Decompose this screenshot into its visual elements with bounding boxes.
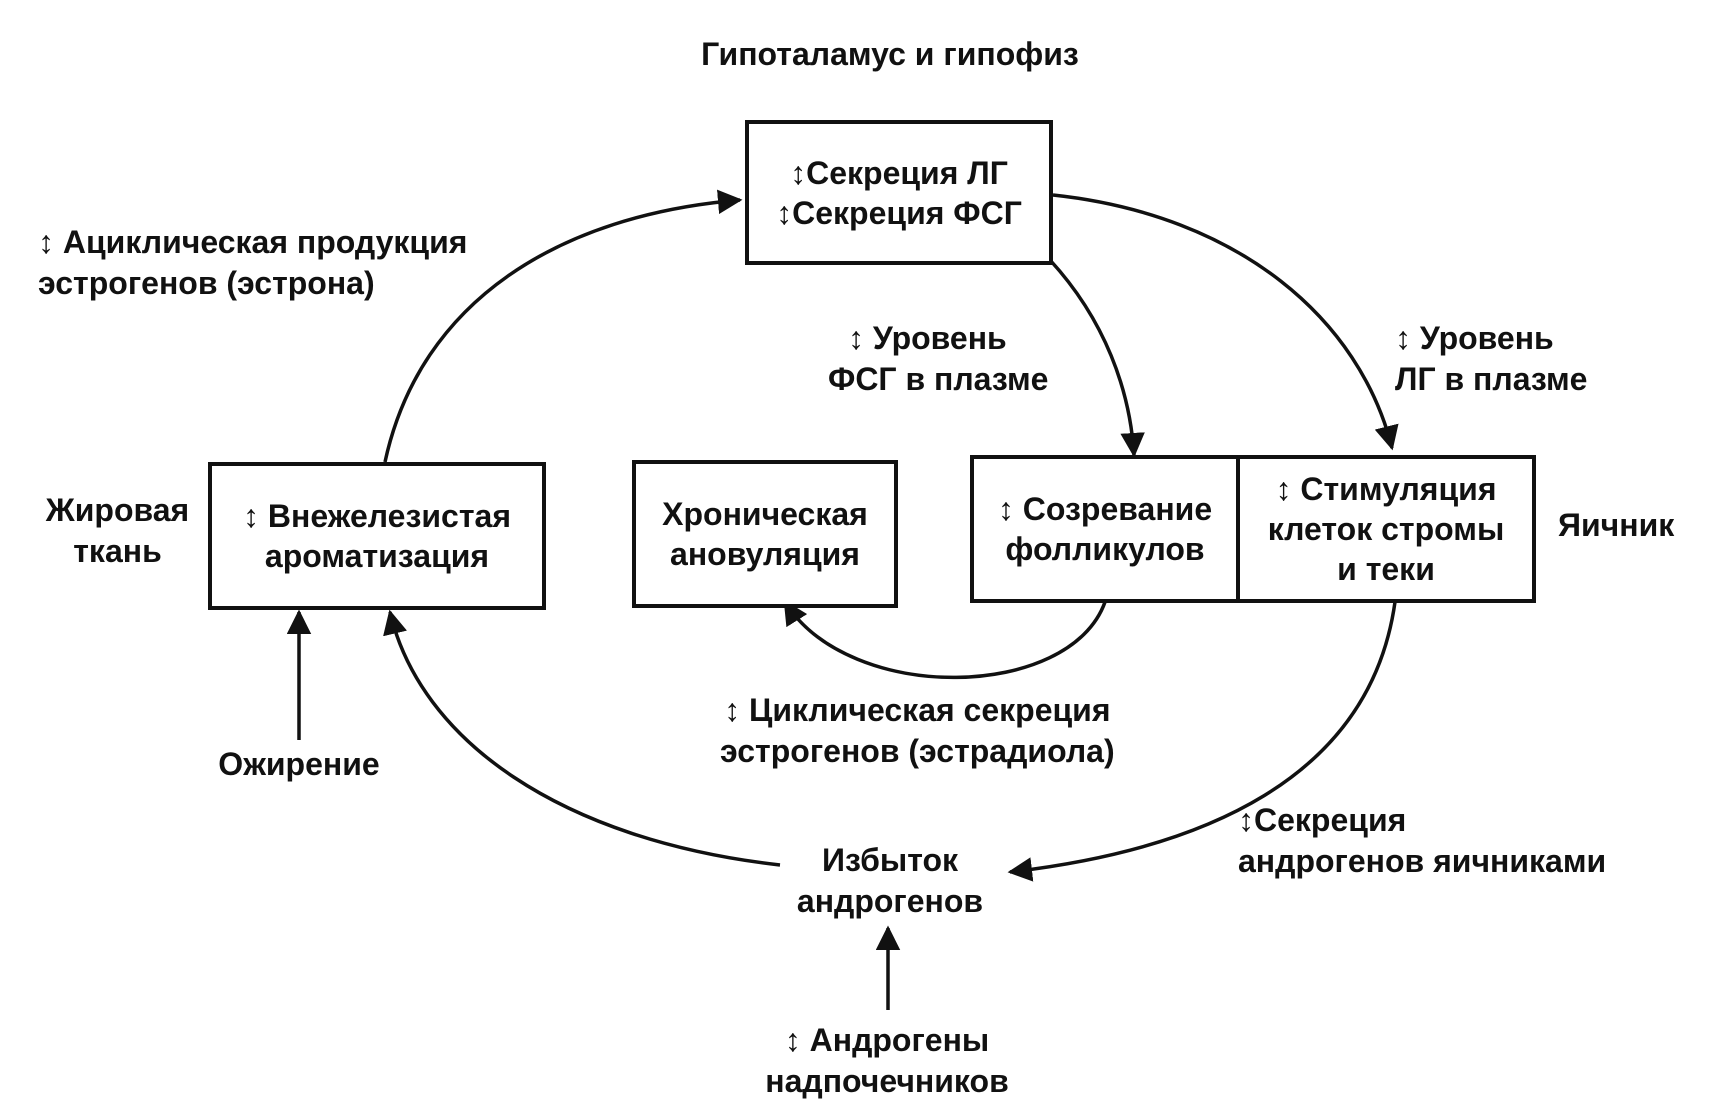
anovulation-line-1: Хроническая — [662, 496, 868, 532]
extraglandular-aromatization-box: ↕ Внежелезистая ароматизация — [208, 462, 546, 610]
aromatization-line-1: ↕ Внежелезистая — [243, 498, 511, 534]
ovarian-androgen-secretion-label: ↕Секреция андрогенов яичниками — [1238, 802, 1607, 879]
follicle-maturation-box: ↕ Созревание фолликулов — [970, 455, 1240, 603]
arrow-pituitary-to-stroma — [1052, 193, 1399, 451]
acyclic-estrogen-label: ↕ Ациклическая продукция эстрогенов (эст… — [38, 224, 468, 301]
arrow-pituitary-to-follicles — [1048, 258, 1145, 458]
stroma-line-1: ↕ Стимуляция — [1275, 471, 1497, 507]
stroma-theca-stimulation-box: ↕ Стимуляция клеток стромы и теки — [1236, 455, 1536, 603]
lh-secretion-label: ↕Секреция ЛГ — [790, 154, 1008, 191]
arrow-estrone-to-pituitary — [383, 189, 743, 463]
arrow-ovary-to-androgen-excess — [1007, 601, 1397, 882]
arrow-follicles-to-anovulation — [783, 599, 1107, 680]
adipose-tissue-label: Жировая ткань — [45, 492, 190, 569]
androgen-excess-label: Избыток андрогенов — [796, 842, 984, 919]
arrow-androgen-excess-to-aromatization — [383, 609, 781, 867]
anovulation-line-2: ановуляция — [670, 536, 860, 572]
ovary-label: Яичник — [1558, 507, 1675, 543]
header-title: Гипоталамус и гипофиз — [701, 36, 1079, 72]
obesity-label: Ожирение — [218, 746, 380, 782]
stroma-line-3: и теки — [1337, 551, 1435, 587]
aromatization-line-2: ароматизация — [264, 538, 490, 574]
cyclic-estradiol-label: ↕ Циклическая секреция эстрогенов (эстра… — [720, 692, 1115, 769]
follicle-line-1: ↕ Созревание — [997, 491, 1213, 527]
fsh-plasma-level-label: ↕ Уровень ФСГ в плазме — [828, 320, 1049, 397]
fsh-secretion-label: ↕Секреция ФСГ — [776, 194, 1022, 231]
pituitary-secretion-box: ↕Секреция ЛГ ↕Секреция ФСГ — [745, 120, 1053, 265]
follicle-line-2: фолликулов — [1005, 531, 1205, 567]
lh-plasma-level-label: ↕ Уровень ЛГ в плазме — [1395, 320, 1588, 397]
stroma-line-2: клеток стромы — [1267, 511, 1505, 547]
adrenal-androgens-label: ↕ Андрогены надпочечников — [765, 1022, 1009, 1099]
chronic-anovulation-box: Хроническая ановуляция — [632, 460, 898, 608]
